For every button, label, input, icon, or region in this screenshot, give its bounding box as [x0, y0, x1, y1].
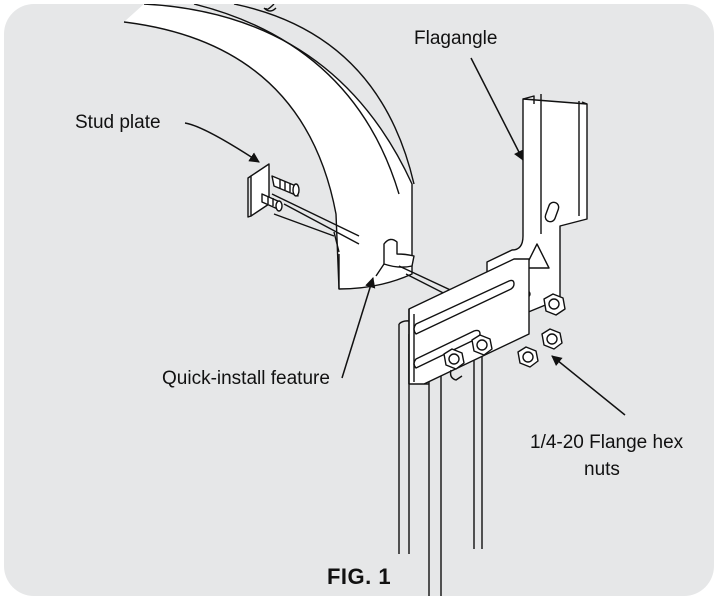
- stud-plate-leader: [184, 122, 260, 163]
- mounting-bracket: [408, 258, 530, 385]
- hex-nut: [471, 334, 493, 356]
- assembly-drawing: [123, 4, 626, 596]
- figure-panel: Flagangle Stud plate Quick-install featu…: [4, 4, 714, 596]
- quick-install-leader: [341, 276, 376, 379]
- hex-nuts-label-line2: nuts: [584, 459, 620, 480]
- hex-nuts-label-line1: 1/4-20 Flange hex: [530, 432, 684, 453]
- quick-install-label: Quick-install feature: [162, 368, 330, 389]
- hex-nut: [517, 346, 539, 368]
- flange-hex-nuts: [443, 293, 566, 381]
- flagangle-leader: [470, 57, 524, 161]
- hex-nut: [543, 293, 566, 316]
- flagangle-label: Flagangle: [414, 28, 498, 49]
- nuts-leader: [551, 355, 626, 416]
- curved-track: [123, 4, 415, 290]
- hex-nut: [443, 348, 465, 370]
- stud-plate: [247, 163, 300, 218]
- figure-caption: FIG. 1: [326, 564, 392, 589]
- hex-nut: [541, 328, 563, 350]
- stud-plate-label: Stud plate: [75, 112, 161, 133]
- leader-lines: [184, 57, 626, 416]
